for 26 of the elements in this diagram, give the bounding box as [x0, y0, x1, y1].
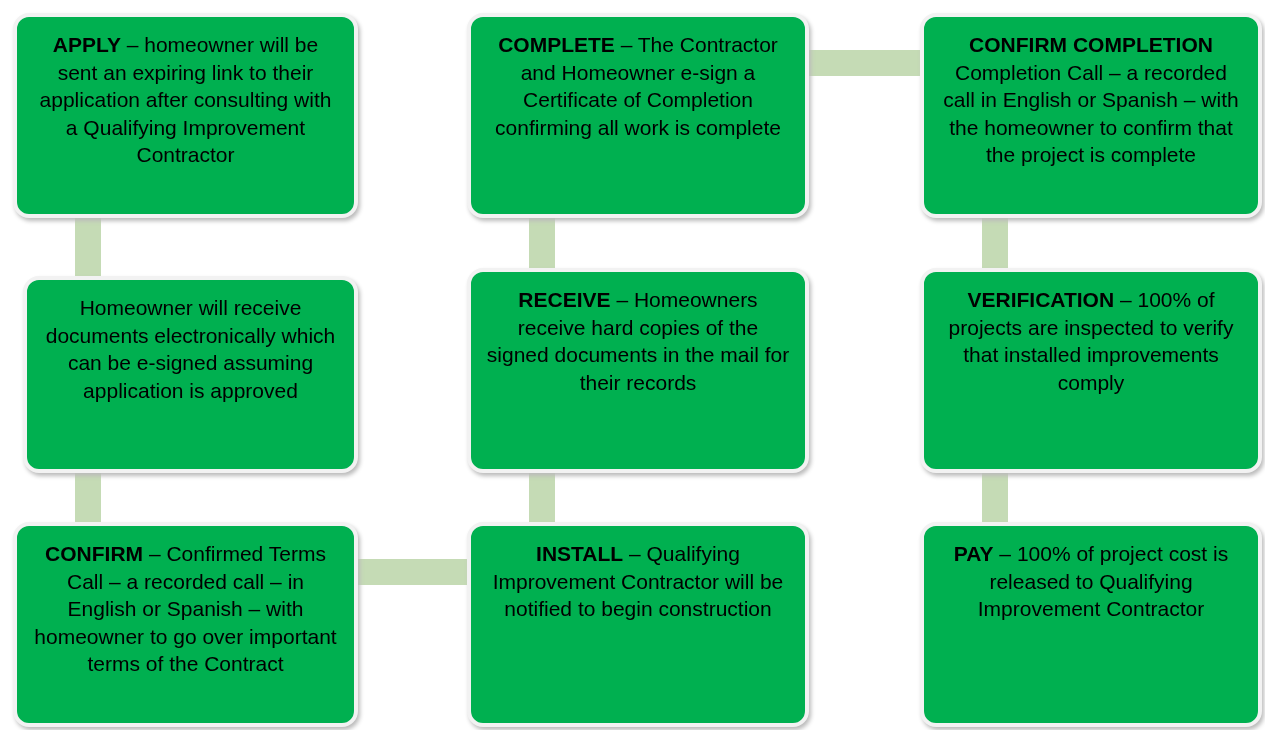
box-text: CONFIRM COMPLETION [968, 32, 1214, 58]
process-box [920, 13, 1262, 218]
connector [75, 473, 101, 522]
box-text: CONFIRM – Confirmed Terms Call – a recorded call – in English or Spanish – with homeowner to go over important terms of the Contract [33, 541, 338, 677]
box-text: VERIFICATION – 100% of projects are inspected to verify that installed improvements comply [947, 287, 1235, 396]
process-box [467, 268, 809, 473]
connector [75, 218, 101, 276]
process-box [467, 522, 809, 727]
connector [809, 50, 920, 76]
process-box [13, 13, 358, 218]
box-text: INSTALL – Qualifying Improvement Contractor will be notified to begin construction [491, 541, 785, 622]
process-box [920, 522, 1262, 727]
connector [982, 218, 1008, 268]
box-text: Homeowner will receive documents electronically which can be e-signed assuming application is approved [44, 295, 337, 404]
connector [358, 559, 467, 585]
box-text: APPLY – homeowner will be sent an expiring link to their application after consulting with a Qualifying Improvement Contractor [38, 32, 333, 168]
process-box [13, 522, 358, 727]
connector [982, 473, 1008, 522]
process-box [467, 13, 809, 218]
box-text: COMPLETE – The Contractor and Homeowner e-sign a Certificate of Completion confirming all work is complete [494, 32, 782, 141]
box-text: PAY – 100% of project cost is released to Qualifying Improvement Contractor [952, 541, 1230, 622]
box-text: Completion Call – a recorded call in English or Spanish – with the homeowner to confirm that the project is complete [942, 59, 1240, 168]
process-box [920, 268, 1262, 473]
connector [529, 473, 555, 522]
box-text: RECEIVE – Homeowners receive hard copies of the signed documents in the mail for their records [485, 287, 791, 396]
process-box [23, 276, 358, 473]
